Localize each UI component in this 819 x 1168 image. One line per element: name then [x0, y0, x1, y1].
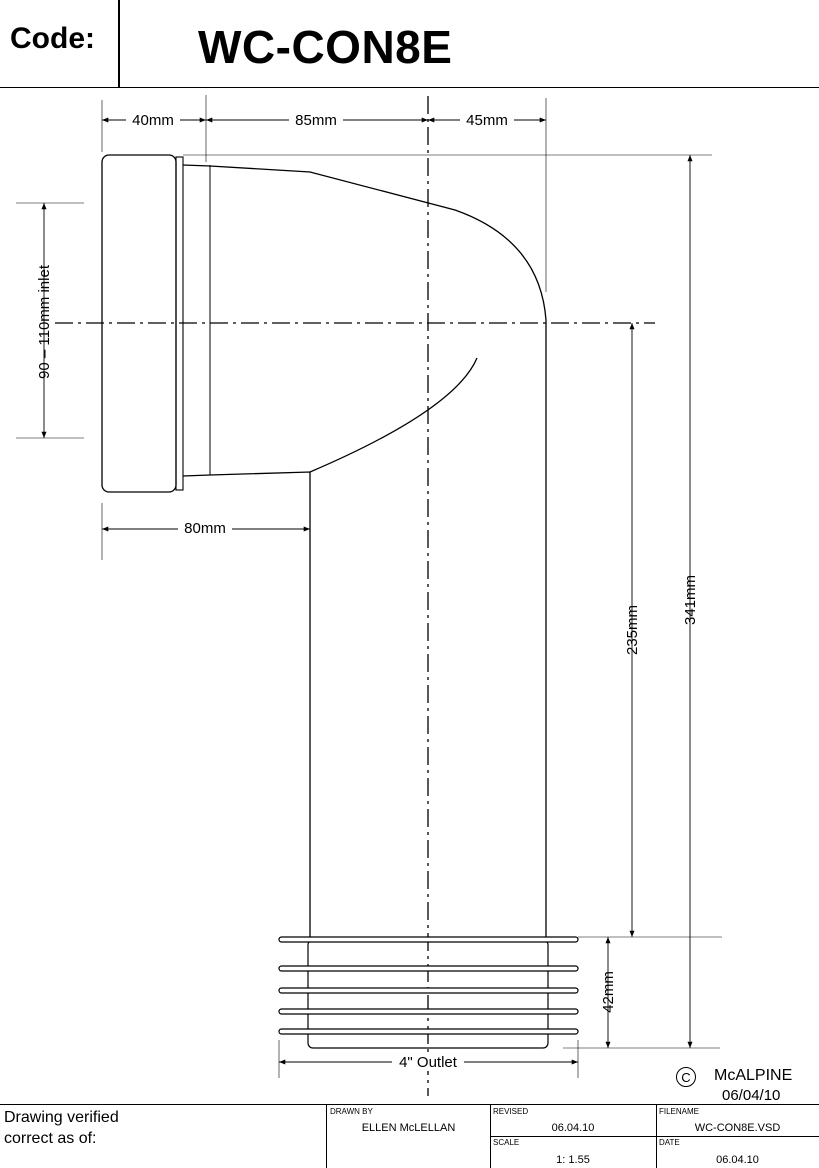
pipe-outline-bottom [182, 471, 311, 938]
drawn-by-label: DRAWN BY [330, 1107, 373, 1116]
filename-value: WC-CON8E.VSD [694, 1122, 781, 1134]
title-block: Drawing verified correct as of: DRAWN BY… [0, 1104, 819, 1168]
outlet-fin-1 [278, 936, 579, 943]
copyright-company: McALPINE [714, 1067, 793, 1084]
copyright-block: C McALPINE 06/04/10 [676, 1067, 816, 1107]
outlet-fin-4 [278, 1008, 579, 1015]
pipe-inner-curve [309, 357, 478, 473]
code-divider [118, 0, 120, 88]
inlet-ring [175, 156, 184, 491]
outlet-fin-3 [278, 987, 579, 994]
verified-line2: correct as of: [4, 1130, 97, 1147]
header: Code: WC-CON8E [0, 0, 819, 88]
dim-center-to-outlet-top: 235mm [624, 605, 641, 655]
dim-inlet-depth: 40mm [132, 112, 174, 129]
revised-value: 06.04.10 [551, 1122, 595, 1134]
code-value: WC-CON8E [198, 21, 453, 73]
date-value: 06.04.10 [716, 1154, 759, 1166]
filename-label: FILENAME [659, 1107, 700, 1116]
drawn-by-value: ELLEN McLELLAN [361, 1122, 456, 1134]
revised-cell: REVISED 06.04.10 [490, 1105, 656, 1136]
dim-center-to-outlet-edge: 45mm [466, 112, 508, 129]
tb-divider-row [490, 1136, 819, 1137]
dimension-lines [41, 117, 693, 1065]
scale-cell: SCALE 1: 1.55 [490, 1136, 656, 1168]
verified-line1: Drawing verified [4, 1109, 119, 1126]
code-label: Code: [10, 22, 95, 55]
extension-lines [16, 95, 722, 1078]
copyright-symbol: C [676, 1067, 696, 1087]
outlet-fin-2 [278, 965, 579, 972]
dim-inlet-to-pipe: 80mm [184, 520, 226, 537]
dim-outlet-diameter: 4" Outlet [399, 1054, 458, 1071]
copyright-date: 06/04/10 [722, 1087, 781, 1104]
scale-value: 1: 1.55 [556, 1154, 590, 1166]
revised-label: REVISED [493, 1107, 529, 1116]
dim-inlet-to-center: 85mm [295, 112, 337, 129]
pipe-outline-top [182, 164, 547, 938]
date-cell: DATE 06.04.10 [656, 1136, 819, 1168]
dim-outlet-length: 42mm [600, 971, 617, 1013]
drawn-by-cell: DRAWN BY ELLEN McLELLAN [327, 1105, 490, 1168]
outlet-fin-5 [278, 1028, 579, 1035]
dim-total-height: 341mm [682, 575, 699, 625]
date-label: DATE [659, 1138, 680, 1147]
filename-cell: FILENAME WC-CON8E.VSD [656, 1105, 819, 1136]
dim-inlet-diameter: 90 – 110mm inlet [36, 264, 53, 379]
scale-label: SCALE [493, 1138, 520, 1147]
verified-cell: Drawing verified correct as of: [0, 1105, 327, 1168]
